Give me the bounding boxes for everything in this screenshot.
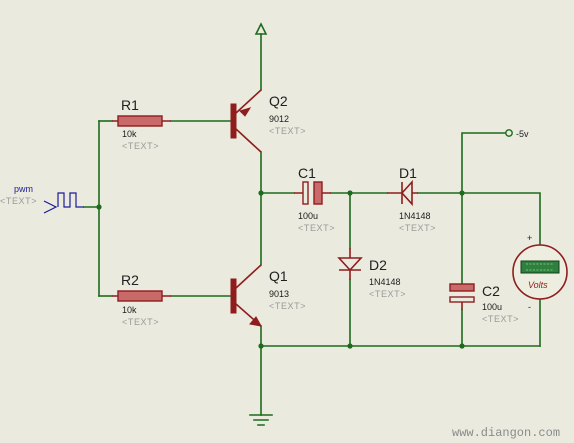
power-arrow-icon [254,22,268,35]
resistor-r1[interactable]: R1 10k <TEXT> [112,97,171,151]
junction-d2-top [347,190,353,196]
q1-value: 9013 [269,289,289,299]
pulse-wave-icon [57,192,84,208]
q2-collector-lead [235,128,262,153]
terminal-dot-icon [505,129,513,137]
d2-placeholder: <TEXT> [369,289,406,299]
wire-meter-plus [461,192,541,246]
junction-ground-d2 [347,343,353,349]
c2-plate-positive [449,296,475,303]
c1-value: 100u [298,211,318,221]
r2-value: 10k [122,305,137,315]
q2-value: 9012 [269,114,289,124]
c2-ref: C2 [482,283,500,299]
output-terminal-label: -5v [516,129,529,139]
wires [83,33,541,416]
power-terminal [254,22,268,35]
junction-ground-c2 [459,343,465,349]
q1-emitter-arrow-icon [249,316,262,327]
c2-plate-negative [449,283,475,292]
r2-ref: R2 [121,272,139,288]
junction-ground-left [258,343,264,349]
d2-ref: D2 [369,257,387,273]
junctions [96,190,465,349]
c2-placeholder: <TEXT> [482,314,519,324]
c2-value: 100u [482,302,502,312]
c1-plate-negative [313,181,323,205]
transistor-q2[interactable]: Q2 9012 <TEXT> [230,89,306,153]
q2-placeholder: <TEXT> [269,126,306,136]
d1-value: 1N4148 [399,211,431,221]
diode-d2[interactable]: D2 1N4148 <TEXT> [337,248,406,299]
r2-placeholder: <TEXT> [122,317,159,327]
c1-plate-positive [302,181,309,205]
pwm-label: pwm [14,184,33,194]
watermark: www.diangon.com [452,426,560,440]
junction-input [96,204,102,210]
q2-emitter-lead [235,89,262,114]
resistor-r2-body [117,290,163,302]
pwm-placeholder: <TEXT> [0,196,37,206]
q1-collector-lead [235,264,262,289]
capacitor-c1[interactable]: C1 100u <TEXT> [294,165,335,233]
voltmeter-plus-sign: + [527,233,532,243]
r1-ref: R1 [121,97,139,113]
q2-base-bar [230,103,237,139]
capacitor-c2[interactable]: C2 100u <TEXT> [449,283,519,324]
d1-placeholder: <TEXT> [399,223,436,233]
ground-icon [249,414,273,426]
c1-ref: C1 [298,165,316,181]
voltmeter-display [520,260,560,274]
d1-triangle-icon [400,179,413,207]
input-arrow-icon [43,200,58,214]
d2-value: 1N4148 [369,277,401,287]
r1-value: 10k [122,129,137,139]
c1-placeholder: <TEXT> [298,223,335,233]
q1-placeholder: <TEXT> [269,301,306,311]
resistor-r1-body [117,115,163,127]
voltmeter[interactable]: Volts + - [512,233,568,312]
resistor-r2[interactable]: R2 10k <TEXT> [112,272,171,327]
output-terminal[interactable]: -5v [505,129,529,139]
transistor-q1[interactable]: Q1 9013 <TEXT> [230,264,306,327]
q1-ref: Q1 [269,268,288,284]
diode-d1[interactable]: D1 1N4148 <TEXT> [387,165,436,233]
voltmeter-label: Volts [528,280,548,290]
q2-ref: Q2 [269,93,288,109]
d2-triangle-icon [337,257,363,272]
q2-emitter-arrow-icon [239,107,252,117]
ground-symbol [249,414,273,426]
q1-base-bar [230,278,237,314]
d1-ref: D1 [399,165,417,181]
junction-output-node [258,190,264,196]
voltmeter-segments-icon [526,263,554,271]
pwm-source: pwm <TEXT> [0,184,84,214]
wire-output-terminal [461,132,507,194]
junction-c2-top [459,190,465,196]
r1-placeholder: <TEXT> [122,141,159,151]
voltmeter-minus-sign: - [528,302,531,312]
